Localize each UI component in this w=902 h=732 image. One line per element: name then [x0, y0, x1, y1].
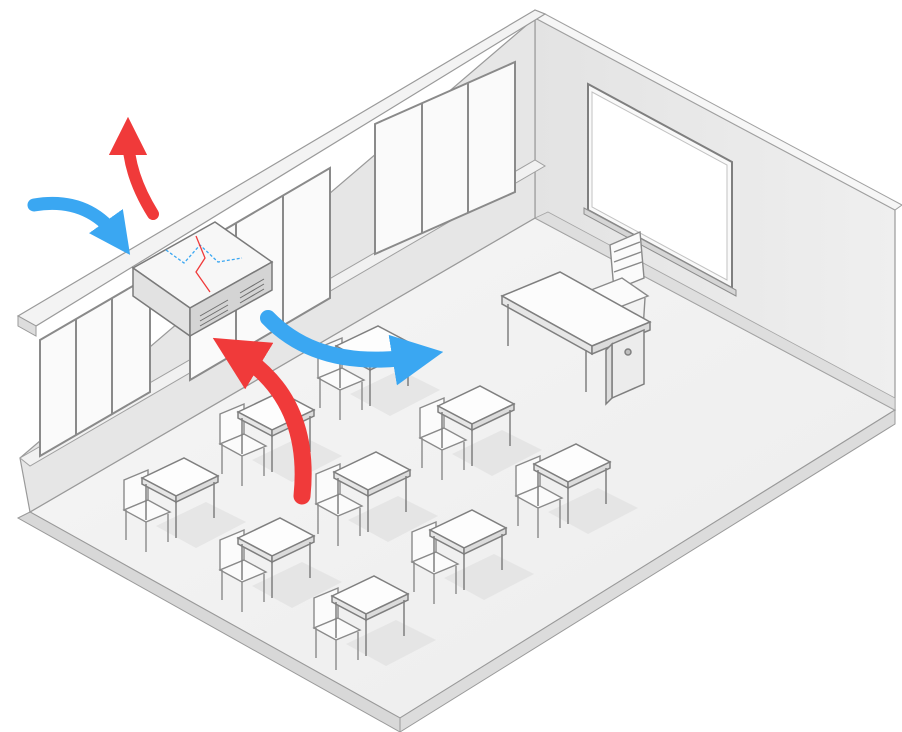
exhaust-air-outlet-arrow — [128, 136, 153, 214]
outdoor-air-intake-arrow — [34, 203, 118, 238]
